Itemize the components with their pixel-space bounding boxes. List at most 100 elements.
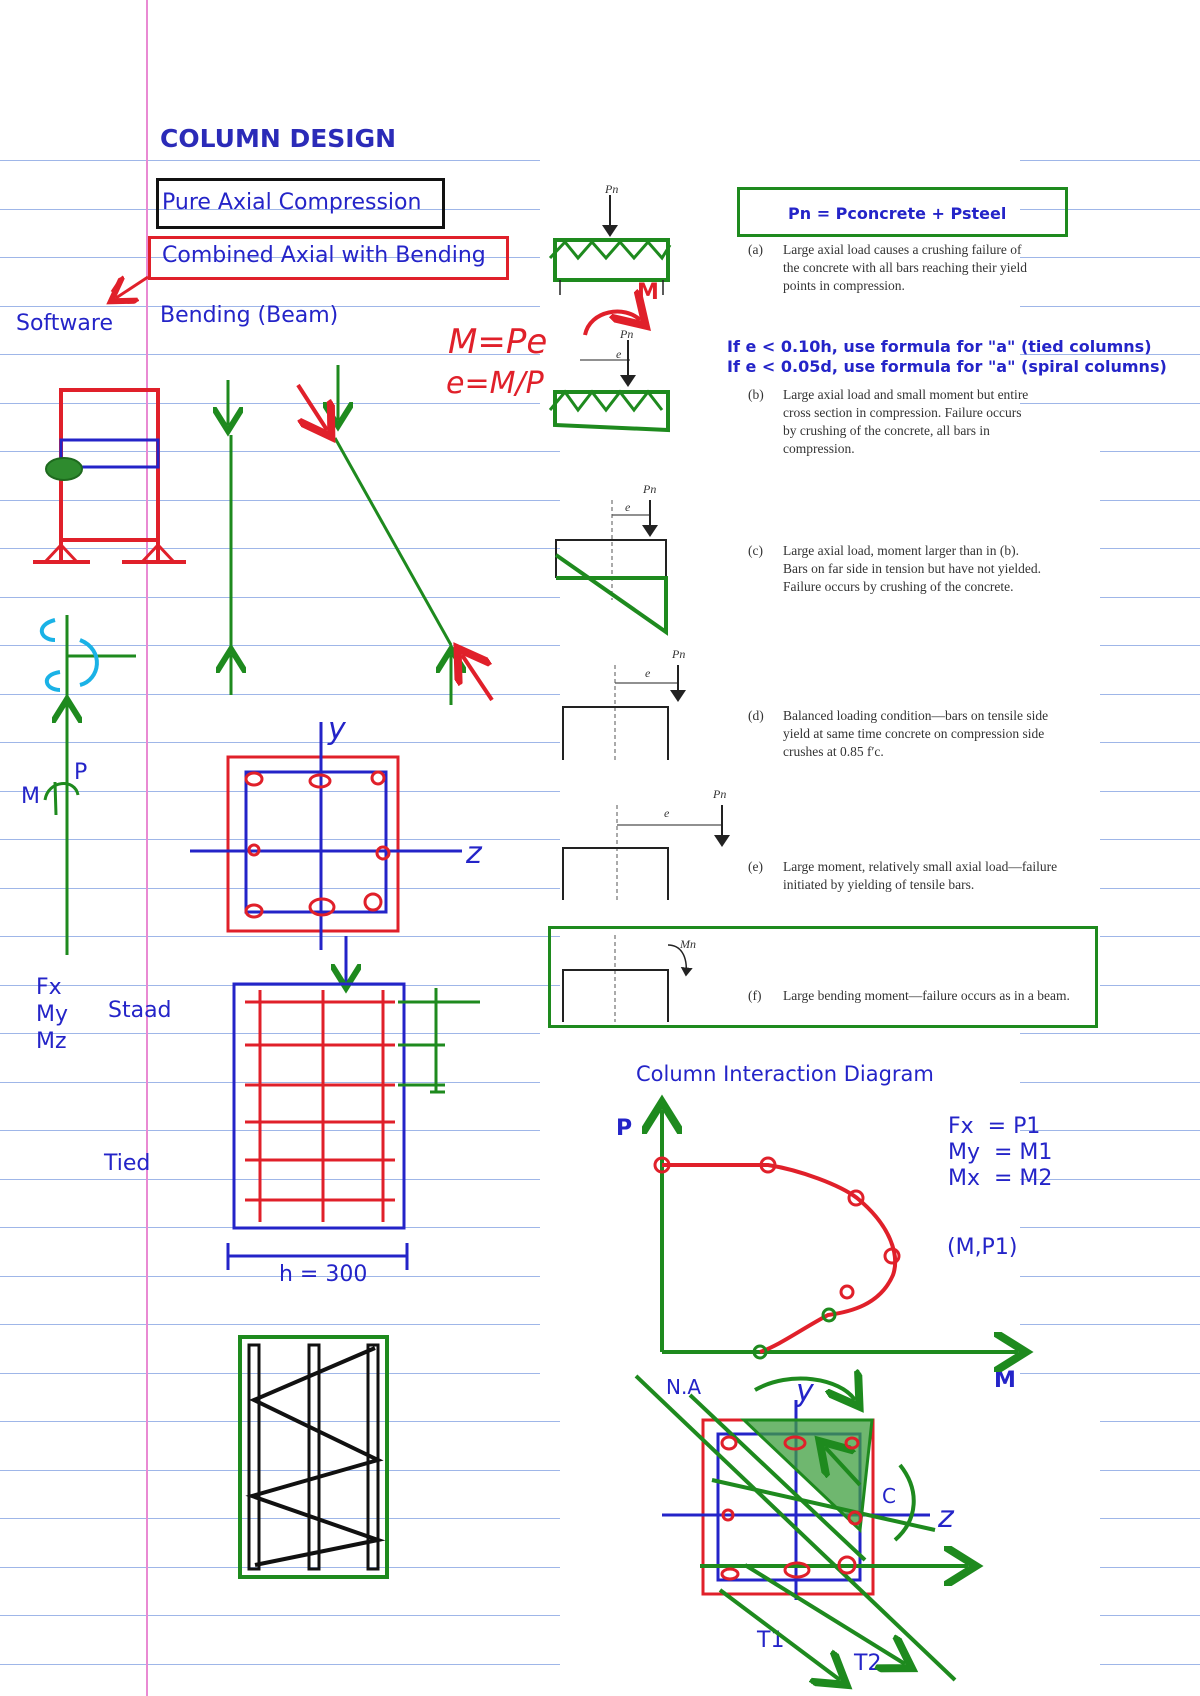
case-b-line: compression. (783, 441, 855, 456)
tied-label: Tied (104, 1151, 151, 1176)
case-d-tag: (d) (748, 708, 764, 723)
force-my: My (36, 1002, 69, 1027)
ruled-line (1100, 839, 1200, 840)
ruled-line (1100, 597, 1200, 598)
ruled-line (0, 1082, 540, 1083)
case-e-line: Large moment, relatively small axial loa… (783, 859, 1058, 874)
axis-y-label: y (328, 712, 346, 747)
pure-axial-label: Pure Axial Compression (162, 190, 422, 215)
ruled-line (1020, 306, 1200, 307)
p-label-left: P (74, 760, 88, 785)
ruled-line (0, 1033, 540, 1034)
ruled-line (1100, 888, 1200, 889)
ruled-line (1020, 1373, 1200, 1374)
interaction-x-axis: M (994, 1368, 1016, 1393)
case-c-line: Bars on far side in tension but have not… (783, 561, 1041, 576)
ruled-line (0, 257, 540, 258)
e-label: e (616, 347, 622, 361)
eccentricity-rule-tied: If e < 0.10h, use formula for "a" (tied … (727, 337, 1152, 356)
margin-line (146, 0, 148, 1696)
ruled-line (1100, 985, 1200, 986)
eccentricity-equation: e=M/P (446, 366, 544, 401)
ruled-line (1100, 1664, 1200, 1665)
ruled-line (1100, 548, 1200, 549)
bending-label: Bending (Beam) (160, 303, 339, 328)
ruled-line (0, 1518, 560, 1519)
pn-label: Pn (605, 182, 619, 196)
software-label: Software (16, 311, 113, 336)
ruled-line (1020, 403, 1200, 404)
stress-block-d (562, 665, 686, 760)
pn-label: Pn (672, 647, 686, 661)
axis-z-label: z (466, 836, 482, 871)
formula-box (737, 187, 1068, 237)
ruled-line (1020, 257, 1200, 258)
ruled-line (1100, 694, 1200, 695)
tied-column-elevation (226, 982, 480, 1270)
eccentricity-rule-spiral: If e < 0.05d, use formula for "a" (spira… (727, 357, 1167, 376)
staad-label: Staad (108, 998, 172, 1023)
ruled-line (0, 888, 560, 889)
ruled-line (1020, 209, 1200, 210)
ruled-line (0, 597, 560, 598)
ruled-line (0, 548, 560, 549)
m-label-left: M (21, 784, 40, 809)
neutral-axis-label: N.A (666, 1375, 701, 1399)
compression-c-label: C (882, 1484, 896, 1508)
stress-block-f (562, 935, 693, 1022)
axis-z-label-lower: z (938, 1500, 954, 1535)
ruled-line (0, 160, 540, 161)
point-label: (M,P1) (947, 1235, 1018, 1260)
ruled-line (1020, 1130, 1200, 1131)
case-c-tag: (c) (748, 543, 763, 558)
case-d-line: crushes at 0.85 f′c. (783, 744, 884, 759)
ruled-line (1020, 1179, 1200, 1180)
ruled-line (1020, 160, 1200, 161)
case-a-tag: (a) (748, 242, 763, 257)
ruled-line (1100, 1518, 1200, 1519)
dimension-label: h = 300 (279, 1262, 368, 1287)
ruled-line (1100, 451, 1200, 452)
biaxial-section-sketch (634, 1376, 968, 1680)
force-fx: Fx (36, 975, 62, 1000)
e-label: e (645, 666, 651, 680)
combined-label: Combined Axial with Bending (162, 243, 486, 268)
case-b-tag: (b) (748, 387, 764, 402)
ruled-line (0, 742, 560, 743)
ruled-line (1100, 791, 1200, 792)
ruled-line (1020, 1033, 1200, 1034)
ruled-line (0, 306, 540, 307)
ruled-line (0, 1373, 540, 1374)
stress-block-e (562, 805, 730, 900)
ruled-line (1020, 354, 1200, 355)
ruled-line (0, 1276, 540, 1277)
ruled-line (1020, 1082, 1200, 1083)
interaction-diagram (655, 1110, 1018, 1358)
ruled-line (0, 1130, 540, 1131)
case-e-line: initiated by yielding of tensile bars. (783, 877, 975, 892)
ruled-line (1020, 1276, 1200, 1277)
interaction-heading: Column Interaction Diagram (636, 1062, 934, 1086)
pn-label: Pn (643, 482, 657, 496)
pn-label: Pn (713, 787, 727, 801)
ruled-line (0, 936, 560, 937)
stress-block-c (554, 500, 668, 636)
mapping-mx: Mx = M2 (948, 1166, 1053, 1191)
case-b-line: Large axial load and small moment but en… (783, 387, 1029, 402)
mapping-my: My = M1 (948, 1140, 1053, 1165)
ruled-line (0, 1567, 560, 1568)
ruled-line (0, 403, 540, 404)
axis-y-label-lower: y (796, 1374, 814, 1409)
stress-block-b (548, 312, 670, 433)
ruled-line (1100, 1567, 1200, 1568)
ruled-line (0, 1421, 560, 1422)
ruled-line (0, 1664, 560, 1665)
force-mz: Mz (36, 1029, 67, 1054)
ruled-line (1100, 936, 1200, 937)
ruled-line (1020, 1227, 1200, 1228)
tension-t1-label: T1 (757, 1628, 785, 1653)
ruled-line (0, 694, 560, 695)
interaction-y-axis: P (616, 1116, 633, 1141)
axial-member-sketch (228, 365, 494, 705)
